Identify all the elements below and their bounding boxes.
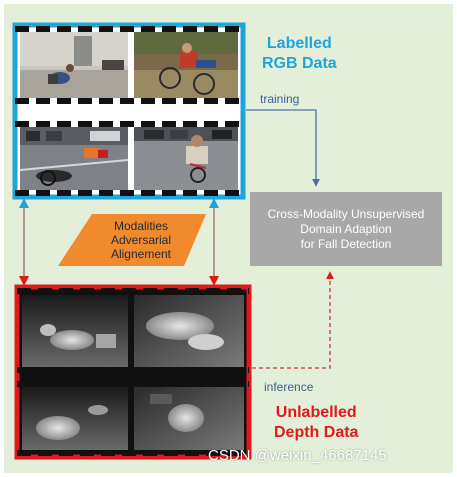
depth-thumbnail-3 xyxy=(22,387,128,450)
rgb-thumbnail-indoor xyxy=(20,32,128,98)
training-label: training xyxy=(260,92,300,106)
right-arrowhead-up xyxy=(209,198,219,208)
modality-alignment-arrows xyxy=(19,198,219,286)
left-arrowhead-up xyxy=(19,198,29,208)
method-line1: Cross-Modality Unsupervised xyxy=(267,206,425,221)
rgb-data-title: Labelled RGB Data xyxy=(262,34,337,74)
rgb-thumbnail-bicycle-fall xyxy=(134,32,238,98)
training-arrow xyxy=(246,109,320,187)
adversarial-alignment-label: Modalities Adversarial Alignement xyxy=(66,214,216,266)
inference-label: inference xyxy=(264,380,314,394)
rgb-panel xyxy=(12,22,246,200)
adversarial-alignment-shape xyxy=(58,214,206,266)
adversarial-line1: Modalities xyxy=(113,219,169,233)
rgb-thumbnail-child-bike xyxy=(134,127,238,190)
depth-thumbnail-1 xyxy=(22,295,128,367)
method-line2: Domain Adaption xyxy=(300,221,392,236)
depth-panel xyxy=(14,284,252,460)
rgb-title-line2: RGB Data xyxy=(262,55,337,72)
rgb-title-line1: Labelled xyxy=(266,35,332,52)
rgb-thumbnail-street-scooter xyxy=(19,127,129,190)
depth-title-line1: Unlabelled xyxy=(275,404,357,421)
depth-thumbnail-4 xyxy=(134,387,244,450)
depth-data-title: Unlabelled Depth Data xyxy=(274,403,358,443)
left-arrowhead-down xyxy=(19,276,29,286)
inference-arrow xyxy=(252,271,334,369)
depth-thumbnail-2 xyxy=(134,295,244,367)
depth-title-line2: Depth Data xyxy=(274,424,359,441)
right-arrowhead-down xyxy=(209,276,219,286)
adversarial-line3: Alignement xyxy=(110,247,172,261)
method-line3: for Fall Detection xyxy=(300,236,392,251)
watermark: CSDN @weixin_46687145 xyxy=(208,447,387,464)
method-box xyxy=(250,192,442,266)
adversarial-line2: Adversarial xyxy=(110,233,172,247)
method-box-text: Cross-Modality Unsupervised Domain Adapt… xyxy=(250,192,442,266)
